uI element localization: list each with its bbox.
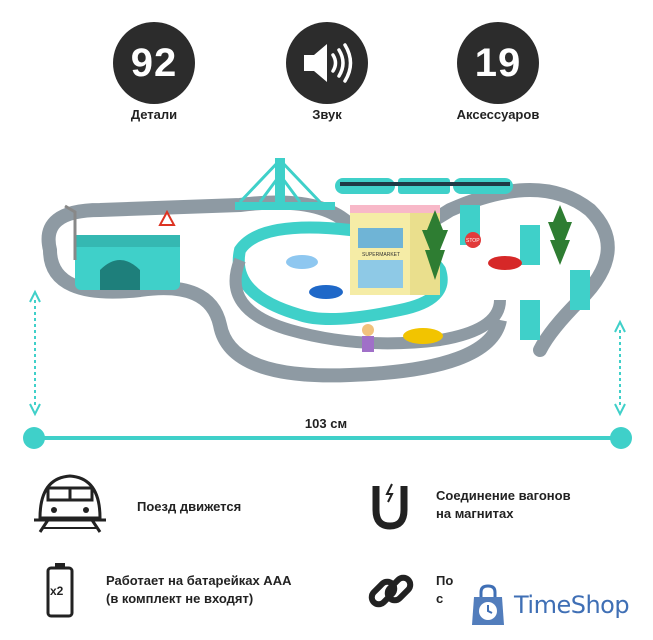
car-yellow	[403, 328, 443, 344]
tree	[548, 205, 572, 265]
middle-track	[229, 257, 506, 350]
accessories-count-value: 19	[474, 40, 522, 85]
railway-set-illustration: SUPERMARKET STOP	[41, 157, 615, 383]
parts-count-badge: 92	[113, 22, 195, 104]
brand-name: TimeShop	[514, 591, 630, 619]
battery-count: x2	[50, 584, 64, 598]
car-light-blue	[286, 255, 318, 269]
chain-link-icon	[368, 574, 414, 608]
dimension-lines	[23, 289, 632, 449]
parts-count-label: Детали	[130, 107, 178, 122]
magnet-icon	[372, 483, 408, 530]
stop-sign-text: STOP	[466, 238, 480, 244]
battery-icon: x2	[46, 562, 74, 618]
supermarket-building: SUPERMARKET	[350, 205, 440, 295]
feature-connection: По с	[436, 573, 454, 606]
supermarket-sign: SUPERMARKET	[362, 252, 400, 258]
car-blue	[309, 285, 343, 299]
accessories-count-label: Аксессуаров	[456, 107, 540, 122]
feature-train-moves: Поезд движется	[137, 499, 242, 514]
speaker-icon	[304, 43, 353, 83]
timeshop-watermark: TimeShop	[468, 575, 653, 635]
sound-label: Звук	[312, 107, 342, 122]
car-red	[488, 256, 522, 270]
length-label: 103 см	[304, 416, 348, 431]
feature-magnet-coupling: Соединение вагонов на магнитах	[436, 488, 571, 521]
train	[335, 178, 513, 194]
tree	[422, 210, 448, 280]
figure	[362, 336, 374, 352]
stop-sign	[465, 232, 481, 248]
accessories-count-badge: 19	[457, 22, 539, 104]
parts-count-value: 92	[130, 40, 178, 85]
shopping-bag-icon	[472, 584, 504, 625]
warning-sign	[158, 209, 176, 226]
sound-badge	[286, 22, 368, 104]
street-lamp	[64, 204, 77, 260]
lower-track	[43, 249, 507, 383]
feature-battery: Работает на батарейках ААА (в комплект н…	[106, 573, 292, 606]
train-icon	[34, 474, 106, 533]
